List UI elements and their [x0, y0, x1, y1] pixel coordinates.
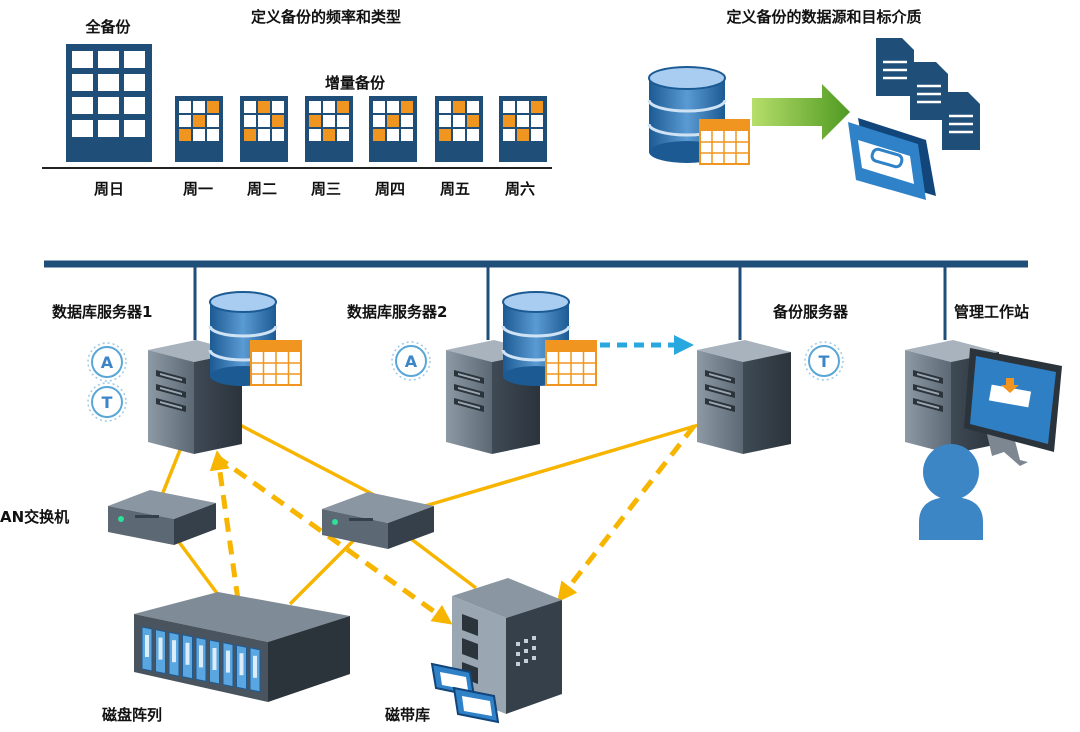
network-drops — [193, 264, 947, 340]
backup-server-tower — [697, 340, 791, 454]
calendar-icon — [699, 119, 750, 165]
incremental-backup-label: 增量备份 — [324, 74, 386, 92]
green-arrow-icon — [752, 84, 850, 140]
day-label-2: 周二 — [246, 180, 278, 198]
tape-cartridge-small-2 — [452, 686, 500, 724]
agent-badge-server-1: A — [87, 342, 127, 382]
full-backup-block — [66, 44, 152, 162]
schedule-title: 定义备份的频率和类型 — [250, 8, 402, 26]
task-letter: T — [819, 352, 830, 371]
full-backup-label: 全备份 — [85, 18, 131, 36]
backup-server-label: 备份服务器 — [773, 303, 849, 321]
san-switch-2 — [322, 492, 434, 549]
agent-badge-server-2: A — [391, 341, 431, 381]
db-server-1-calendar-icon — [250, 340, 302, 386]
backup-data-flows — [209, 424, 696, 625]
incremental-block — [435, 96, 483, 162]
task-badge-server-1: T — [87, 382, 127, 422]
user-icon — [919, 444, 983, 540]
san-links — [158, 422, 703, 606]
media-title: 定义备份的数据源和目标介质 — [726, 8, 922, 26]
workstation-label: 管理工作站 — [954, 303, 1030, 321]
incremental-block — [175, 96, 223, 162]
tape-cartridge-small-1 — [430, 662, 476, 698]
task-badge-backup-server: T — [804, 341, 844, 381]
day-label-0: 周日 — [93, 180, 125, 198]
db-server-2-calendar-icon — [545, 340, 597, 386]
incremental-block — [499, 96, 547, 162]
day-label-6: 周六 — [504, 180, 536, 198]
day-label-1: 周一 — [182, 180, 214, 198]
agent-letter: A — [405, 352, 418, 371]
day-label-4: 周四 — [374, 180, 406, 198]
db-server-1-label: 数据库服务器1 — [52, 303, 153, 321]
day-label-5: 周五 — [439, 180, 471, 198]
incremental-block — [369, 96, 417, 162]
incremental-backup-blocks — [175, 96, 547, 162]
tape-library-label: 磁带库 — [385, 706, 431, 724]
disk-array-icon — [134, 592, 350, 702]
db-server-2-label: 数据库服务器2 — [347, 303, 448, 321]
san-switch-label: AN交换机 — [0, 508, 70, 526]
disk-array-label: 磁盘阵列 — [102, 706, 163, 724]
tape-cartridge-icon — [848, 118, 936, 200]
incremental-block — [240, 96, 288, 162]
incremental-block — [305, 96, 353, 162]
task-letter: T — [102, 393, 113, 412]
day-label-3: 周三 — [310, 180, 342, 198]
agent-letter: A — [101, 353, 114, 372]
documents-icon — [876, 38, 980, 150]
monitor-icon — [964, 348, 1062, 466]
san-switch-1 — [108, 490, 216, 545]
